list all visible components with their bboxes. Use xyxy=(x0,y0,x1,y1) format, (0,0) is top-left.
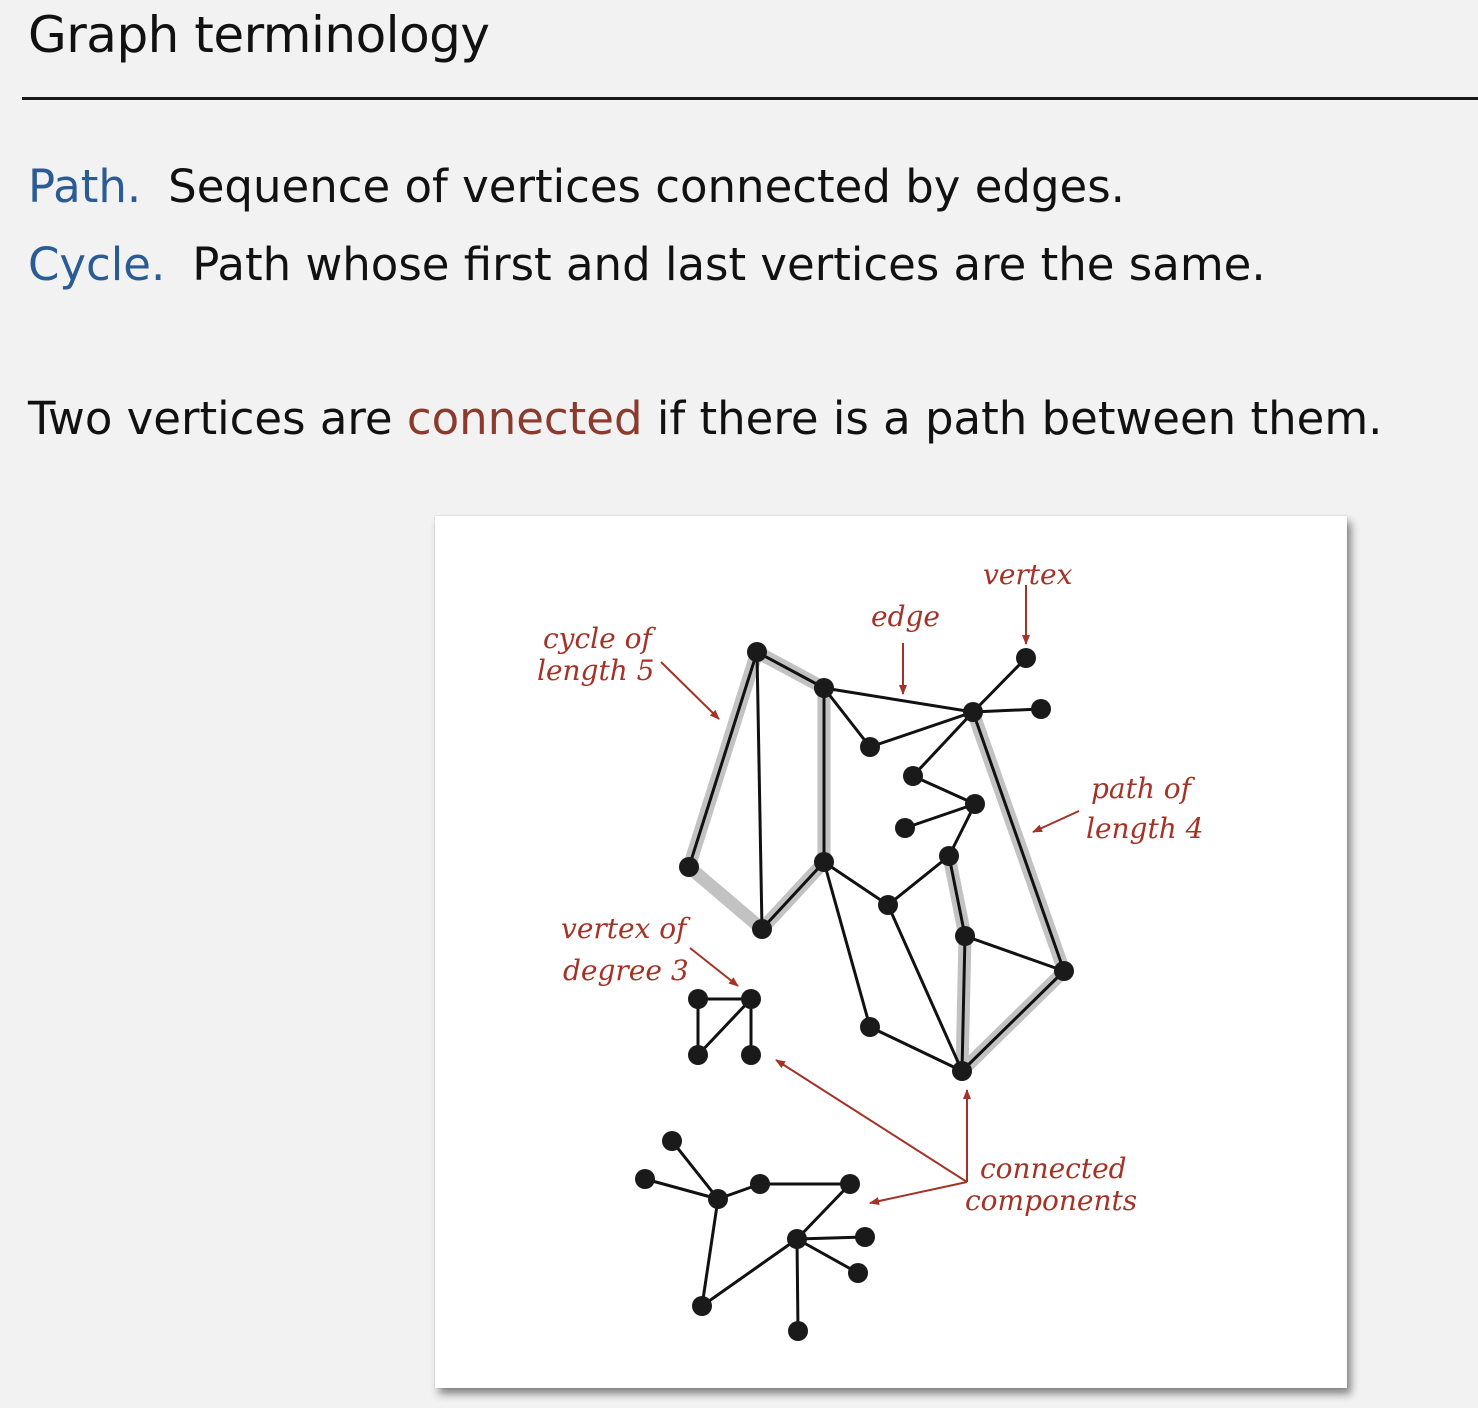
vertex xyxy=(855,1227,875,1247)
vertex xyxy=(955,926,975,946)
edge xyxy=(886,854,951,907)
vertex xyxy=(1031,699,1051,719)
degree-arrow xyxy=(689,947,739,987)
vertex xyxy=(939,846,959,866)
cycle-label-line2: length 5 xyxy=(537,654,654,687)
vertex xyxy=(741,989,761,1009)
cycle-definition: Cycle. Path whose first and last vertices… xyxy=(28,238,1266,291)
vertex xyxy=(848,1263,868,1283)
path-term: Path. xyxy=(28,160,142,213)
edge xyxy=(795,1182,852,1241)
edge xyxy=(760,860,826,931)
graph-edges xyxy=(643,650,1066,1333)
edge xyxy=(755,650,826,690)
edge xyxy=(795,1237,860,1275)
edge xyxy=(643,1177,720,1201)
cc-label-line1: connected xyxy=(980,1152,1127,1185)
path-highlights xyxy=(682,645,1071,1078)
path-definition: Path. Sequence of vertices connected by e… xyxy=(28,160,1125,213)
edge xyxy=(971,710,1066,973)
vertex xyxy=(741,1045,761,1065)
vertex xyxy=(963,702,983,722)
path-highlight xyxy=(942,705,1071,1078)
vertex xyxy=(750,1174,770,1194)
degree-label-line1: vertex of xyxy=(561,912,691,945)
cc-label-line2: components xyxy=(965,1184,1137,1217)
edge xyxy=(960,969,1066,1073)
annotation-labels: cycle of length 5 edge vertex path of le… xyxy=(537,558,1203,1217)
vertex xyxy=(662,1131,682,1151)
edge xyxy=(903,802,977,830)
vertex xyxy=(1016,648,1036,668)
vertex xyxy=(747,642,767,662)
edge xyxy=(822,860,890,907)
cycle-label-line1: cycle of xyxy=(543,622,656,655)
edge xyxy=(911,774,977,806)
path-label-line2: length 4 xyxy=(1086,812,1203,845)
edge xyxy=(947,854,967,938)
vertex xyxy=(878,895,898,915)
vertex xyxy=(965,794,985,814)
connected-term: connected xyxy=(406,392,643,445)
cycle-description: Path whose first and last vertices are t… xyxy=(192,238,1266,291)
edge xyxy=(687,650,759,869)
edge xyxy=(755,650,764,931)
vertex xyxy=(903,766,923,786)
statement-before: Two vertices are xyxy=(28,392,393,445)
edge xyxy=(911,710,975,778)
cycle-arrow xyxy=(660,661,720,720)
vertex xyxy=(688,1045,708,1065)
edge xyxy=(795,1237,800,1333)
vertex xyxy=(788,1321,808,1341)
edge xyxy=(963,934,1066,973)
cc-arrow-small xyxy=(775,1059,968,1183)
edge xyxy=(795,1235,867,1241)
vertex xyxy=(708,1189,728,1209)
path-description: Sequence of vertices connected by edges. xyxy=(168,160,1125,213)
graph-figure: cycle of length 5 edge vertex path of le… xyxy=(435,516,1347,1388)
cc-arrow-tree xyxy=(869,1181,968,1206)
vertex xyxy=(814,678,834,698)
edge-label: edge xyxy=(871,600,940,633)
vertex xyxy=(692,1296,712,1316)
title-divider xyxy=(22,97,1478,100)
graph-diagram: cycle of length 5 edge vertex path of le… xyxy=(537,558,1203,1341)
vertex xyxy=(752,919,772,939)
vertex xyxy=(860,1017,880,1037)
vertex xyxy=(1054,961,1074,981)
vertex xyxy=(679,857,699,877)
annotation-arrows xyxy=(660,585,1080,1206)
vertex-label: vertex xyxy=(983,558,1073,591)
edge xyxy=(822,686,975,714)
graph-vertices xyxy=(635,642,1074,1341)
vertex xyxy=(635,1169,655,1189)
connected-statement: Two vertices are connected if there is a… xyxy=(28,392,1382,445)
path-label-line1: path of xyxy=(1091,772,1196,805)
path-arrow xyxy=(1032,810,1080,833)
vertex xyxy=(860,737,880,757)
vertex xyxy=(840,1174,860,1194)
vertex xyxy=(688,989,708,1009)
vertex xyxy=(895,818,915,838)
edge xyxy=(696,997,753,1057)
edge xyxy=(700,1197,720,1308)
vertex xyxy=(952,1061,972,1081)
edge xyxy=(822,860,872,1029)
edge xyxy=(868,1025,964,1073)
edge xyxy=(971,656,1028,714)
edge xyxy=(971,707,1043,714)
edge xyxy=(700,1237,799,1308)
slide-title: Graph terminology xyxy=(28,6,490,64)
cycle-term: Cycle. xyxy=(28,238,166,291)
edge xyxy=(960,934,967,1073)
edge xyxy=(868,710,975,749)
statement-after: if there is a path between them. xyxy=(656,392,1383,445)
edge xyxy=(670,1139,720,1201)
vertex xyxy=(814,852,834,872)
vertex xyxy=(787,1229,807,1249)
edge xyxy=(822,686,872,749)
degree-label-line2: degree 3 xyxy=(563,954,689,987)
edge xyxy=(886,903,964,1073)
